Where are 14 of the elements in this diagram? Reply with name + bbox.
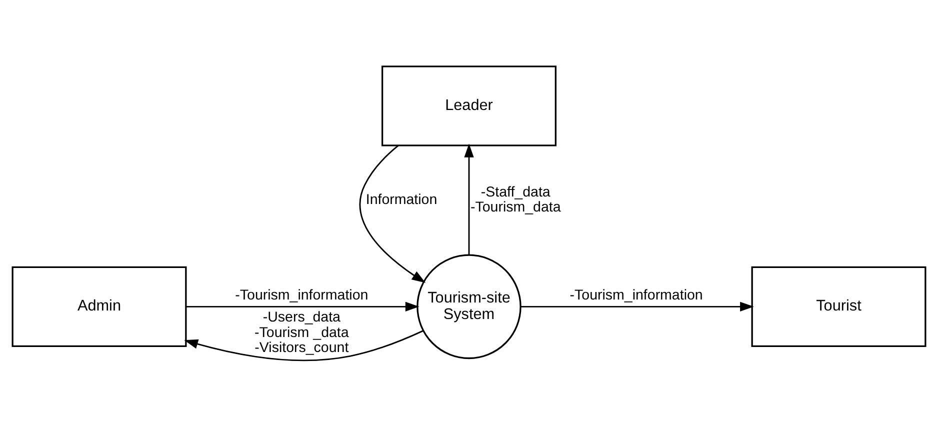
node-circle: Tourism-site System bbox=[416, 254, 522, 360]
arrow bbox=[184, 330, 424, 361]
edge-label: -Tourism_information bbox=[235, 287, 368, 304]
edge-label: -Staff_data -Tourism_data bbox=[470, 184, 561, 216]
arrow bbox=[186, 302, 420, 312]
node-box: Tourist bbox=[751, 266, 926, 347]
edge-label: Information bbox=[366, 192, 438, 208]
arrow bbox=[464, 144, 474, 255]
arrow bbox=[359, 145, 426, 283]
edge-label: -Tourism_information bbox=[570, 287, 703, 304]
arrow bbox=[520, 302, 754, 312]
node-box: Leader bbox=[382, 66, 556, 146]
edge-label: -Users_data -Tourism _data -Visitors_count bbox=[254, 309, 349, 356]
node-box: Admin bbox=[12, 266, 187, 347]
